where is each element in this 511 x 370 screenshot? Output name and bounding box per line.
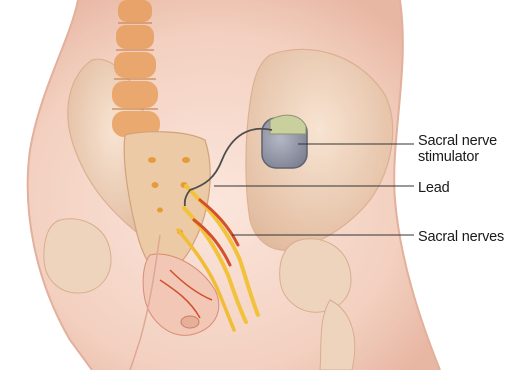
anal-region <box>181 316 199 328</box>
stimulator-device <box>262 115 307 168</box>
label-stimulator-line2: stimulator <box>418 149 497 165</box>
label-sacral-nerves: Sacral nerves <box>418 229 504 245</box>
label-lead: Lead <box>418 180 449 196</box>
label-sacral-nerve-stimulator: Sacral nerve stimulator <box>418 133 497 165</box>
label-stimulator-line1: Sacral nerve <box>418 133 497 149</box>
